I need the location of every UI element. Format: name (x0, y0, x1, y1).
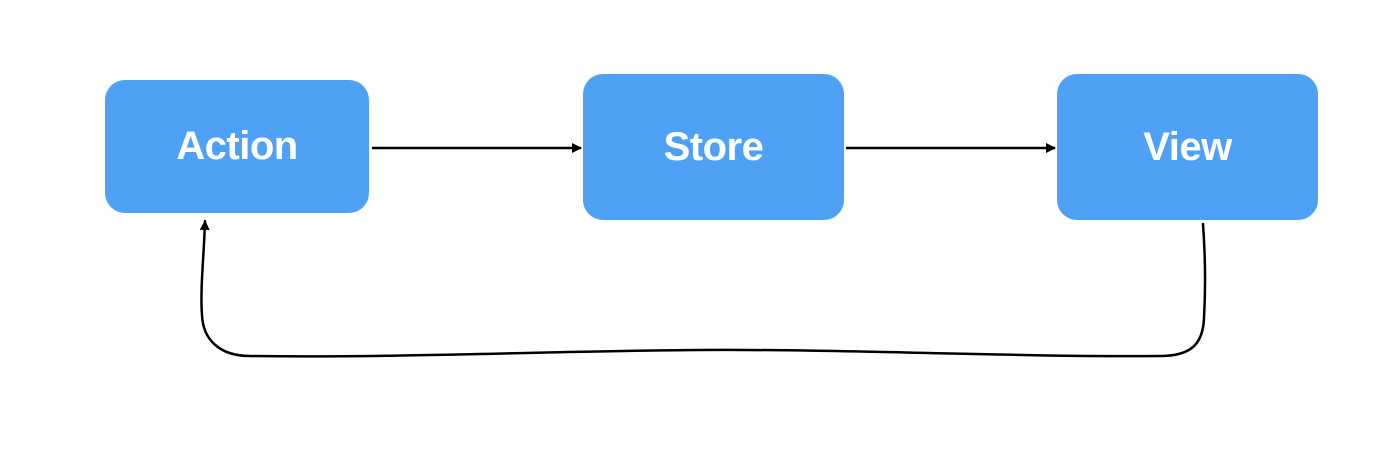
node-store: Store (583, 74, 844, 220)
node-view: View (1057, 74, 1318, 220)
node-store-label: Store (663, 124, 764, 169)
node-view-label: View (1143, 124, 1232, 169)
node-action: Action (105, 80, 369, 213)
node-action-label: Action (176, 124, 298, 168)
edge-view-to-action (199, 219, 1207, 358)
